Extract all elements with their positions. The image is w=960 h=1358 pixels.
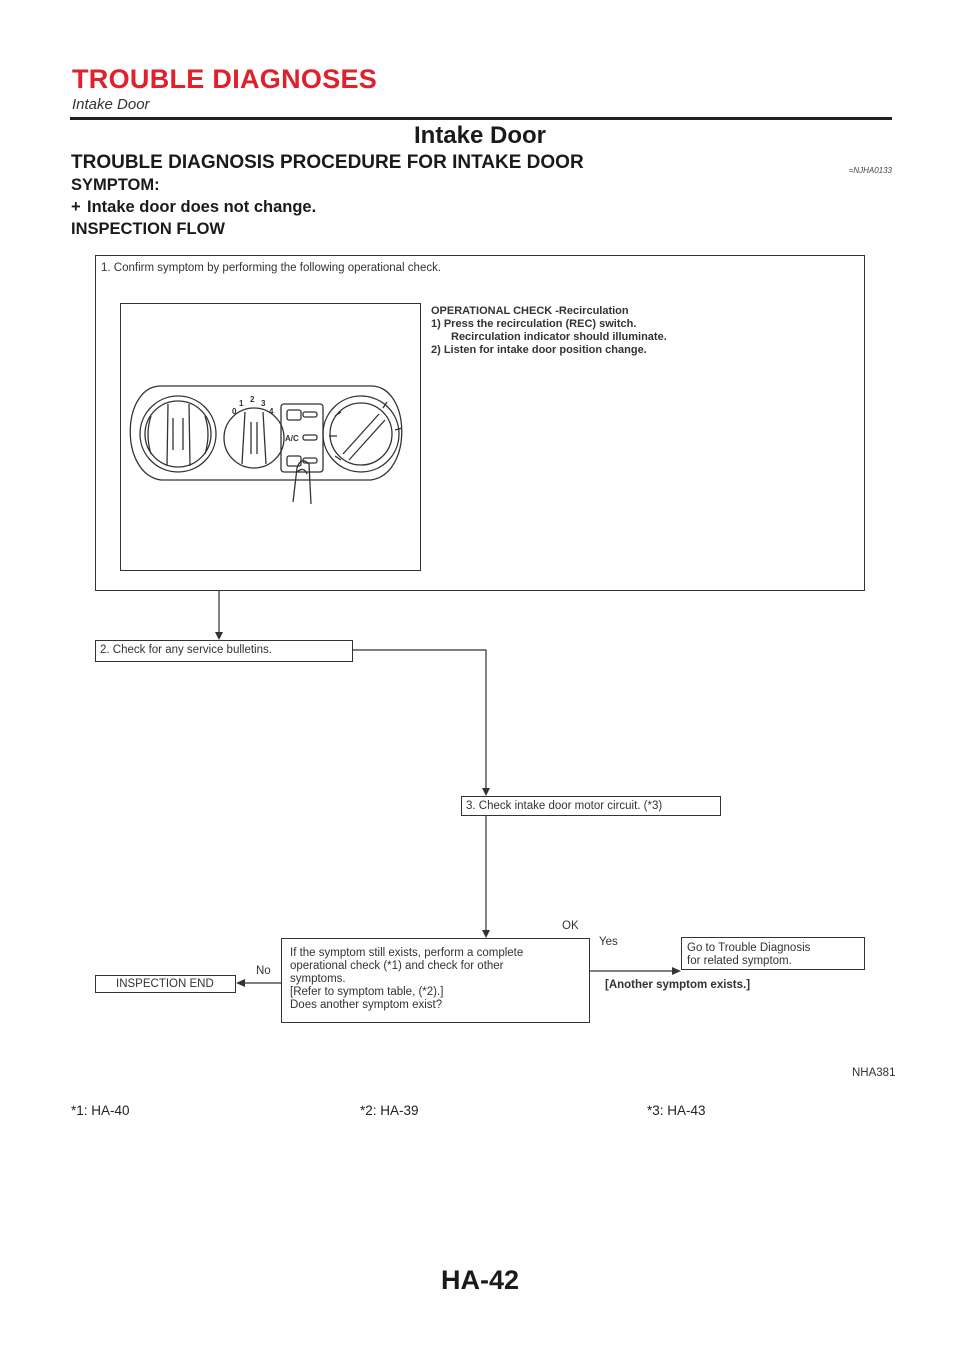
symptom-text: Intake door does not change.: [87, 198, 317, 216]
temp-dial-ring: [139, 395, 217, 473]
op-check-line1: 1) Press the recirculation (REC) switch.: [431, 318, 637, 330]
step2-text: 2. Check for any service bulletins.: [100, 644, 272, 656]
defrost-switch: [286, 409, 302, 421]
header-rule: [70, 117, 892, 120]
op-check-line2: Recirculation indicator should illuminat…: [451, 331, 667, 343]
footnote-2: *2: HA-39: [360, 1103, 419, 1118]
fan-speed-0: 0: [232, 407, 237, 416]
finger-nail: [296, 468, 308, 475]
step1-text: 1. Confirm symptom by performing the fol…: [101, 262, 442, 274]
decision-box: If the symptom still exists, perform a c…: [281, 938, 590, 1023]
control-panel-drawing: 0 1 2 3 4 A/C: [129, 385, 403, 505]
another-symptom-label: [Another symptom exists.]: [605, 979, 751, 991]
section-title: Intake Door: [413, 122, 547, 149]
op-check-line3: 2) Listen for intake door position chang…: [431, 344, 647, 356]
arrow-head-end: [236, 979, 245, 987]
inspection-flow-heading: INSPECTION FLOW: [71, 220, 225, 238]
ac-switch-label: A/C: [285, 434, 299, 443]
arrow-head-2: [215, 632, 223, 640]
temp-dial-marks: [147, 415, 209, 455]
connector-2-3: [352, 649, 487, 792]
decision-line4: [Refer to symptom table, (*2).]: [290, 986, 444, 998]
arrow-head-decision: [482, 930, 490, 938]
temp-dial: [144, 400, 212, 468]
goto-line1: Go to Trouble Diagnosis: [687, 942, 811, 954]
fan-speed-1: 1: [239, 399, 244, 408]
decision-line3: symptoms.: [290, 973, 346, 985]
mode-dial-ring: [322, 395, 400, 473]
fan-speed-4: 4: [269, 407, 274, 416]
no-label: No: [256, 965, 271, 977]
goto-box: Go to Trouble Diagnosis for related symp…: [681, 937, 865, 970]
goto-line2: for related symptom.: [687, 955, 792, 967]
yes-label: Yes: [599, 936, 618, 948]
fan-speed-3: 3: [261, 399, 266, 408]
mode-dial: [329, 402, 393, 466]
panel-outline: [129, 385, 403, 481]
decision-line2: operational check (*1) and check for oth…: [290, 960, 504, 972]
step3-text: 3. Check intake door motor circuit. (*3): [466, 800, 663, 812]
symptom-heading: SYMPTOM:: [71, 176, 160, 194]
mode-dial-knob: [342, 413, 386, 461]
fan-dial-knob: [241, 411, 267, 465]
step3-box: 3. Check intake door motor circuit. (*3): [461, 796, 721, 816]
header-title: TROUBLE DIAGNOSES: [72, 64, 378, 94]
decision-line1: If the symptom still exists, perform a c…: [290, 947, 524, 959]
ok-label: OK: [562, 920, 579, 932]
temp-dial-knob: [166, 403, 191, 467]
step2-box: 2. Check for any service bulletins.: [95, 640, 353, 662]
header-subtitle: Intake Door: [72, 96, 150, 113]
page-number: HA-42: [440, 1265, 520, 1295]
mode-dial-marks: [329, 401, 403, 461]
arrow-head-3: [482, 788, 490, 796]
reference-id: =NJHA0133: [848, 166, 892, 175]
fan-dial: [223, 407, 285, 469]
defrost-indicator: [302, 411, 318, 418]
figure-id: NHA381: [852, 1067, 896, 1079]
ac-indicator: [302, 434, 318, 441]
control-panel-figure: 0 1 2 3 4 A/C: [120, 303, 421, 571]
bullet-mark: +: [71, 198, 81, 216]
procedure-title: TROUBLE DIAGNOSIS PROCEDURE FOR INTAKE D…: [71, 152, 584, 173]
decision-line5: Does another symptom exist?: [290, 999, 443, 1011]
fan-speed-2: 2: [250, 395, 255, 404]
inspection-end-box: INSPECTION END: [95, 975, 236, 993]
inspection-end-text: INSPECTION END: [116, 978, 214, 990]
symptom-item: + Intake door does not change.: [71, 198, 316, 217]
footnote-1: *1: HA-40: [71, 1103, 130, 1118]
finger-icon: [292, 460, 312, 505]
footnote-3: *3: HA-43: [647, 1103, 706, 1118]
arrow-head-goto: [672, 967, 681, 975]
op-check-title: OPERATIONAL CHECK -Recirculation: [431, 305, 629, 317]
